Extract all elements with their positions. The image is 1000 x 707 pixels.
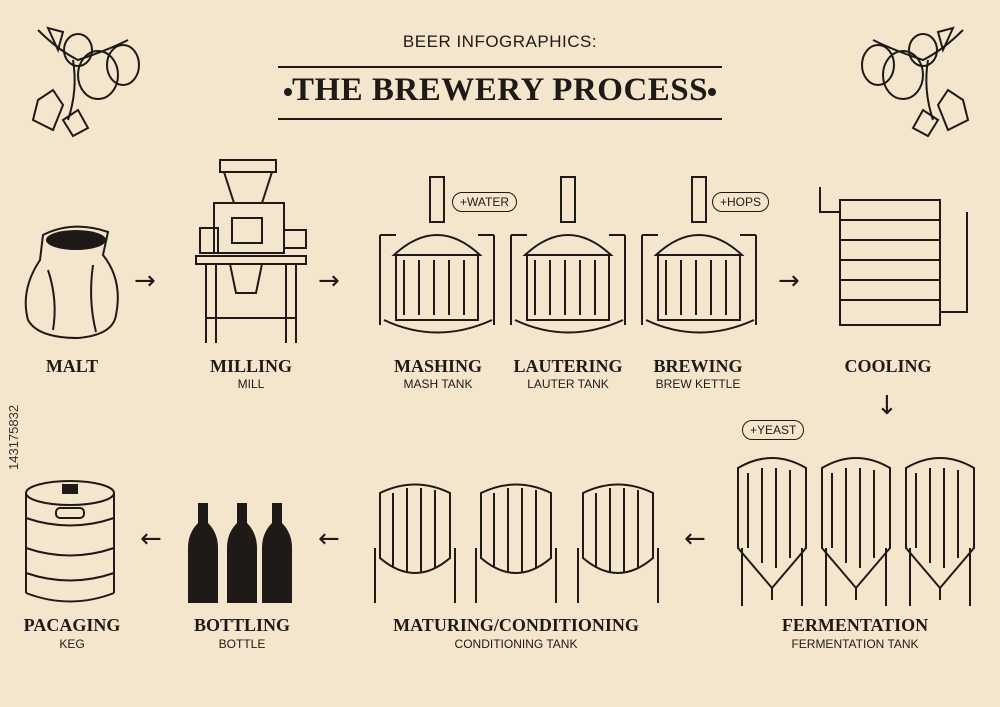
- step-label-packaging: PACAGING: [23, 615, 121, 635]
- flow-arrow-cooling-to-fermentation: ↓: [876, 391, 898, 421]
- step-sub-maturing: CONDITIONING TANK: [454, 637, 578, 651]
- step-label-milling: MILLING: [209, 356, 293, 376]
- conditioning-tank-illustration-2: [475, 483, 557, 603]
- addition-water-badge: +WATER: [452, 192, 518, 212]
- step-sub-bottling: BOTTLE: [218, 637, 266, 651]
- flow-arrow-milling-to-mashing: →: [318, 266, 340, 296]
- step-label-malt: MALT: [45, 356, 99, 376]
- step-label-brewing: BREWING: [653, 356, 743, 376]
- step-label-cooling: COOLING: [844, 356, 932, 376]
- cooler-illustration: [819, 187, 968, 326]
- mash-tank-illustration: [379, 176, 495, 334]
- addition-hops-badge: +HOPS: [712, 192, 770, 212]
- fermentation-tank-illustration-1: [737, 457, 807, 606]
- step-sub-fermentation: FERMENTATION TANK: [791, 637, 919, 651]
- malt-sack-illustration: [24, 225, 119, 340]
- fermentation-tank-illustration-3: [905, 457, 975, 606]
- step-label-bottling: BOTTLING: [193, 615, 291, 635]
- conditioning-tank-illustration-3: [577, 483, 659, 603]
- hops-decoration-left: [31, 26, 140, 138]
- page-title: THE BREWERY PROCESS: [291, 72, 709, 108]
- title-bullet-left: [284, 88, 292, 96]
- flow-arrow-fermentation-to-maturing: ←: [684, 524, 706, 554]
- brew-kettle-illustration: [641, 176, 757, 334]
- conditioning-tank-illustration-1: [374, 483, 456, 603]
- fermentation-tank-illustration-2: [821, 457, 891, 606]
- step-label-mashing: MASHING: [393, 356, 483, 376]
- step-label-fermentation: FERMENTATION: [781, 615, 929, 635]
- flow-arrow-malt-to-milling: →: [134, 266, 156, 296]
- step-sub-milling: MILL: [237, 377, 265, 391]
- title-bullet-right: [708, 88, 716, 96]
- flow-arrow-maturing-to-bottling: ←: [318, 524, 340, 554]
- step-label-maturing: MATURING/CONDITIONING: [393, 615, 639, 635]
- step-sub-mashing: MASH TANK: [403, 377, 473, 391]
- addition-yeast-badge: +YEAST: [742, 420, 805, 440]
- flow-arrow-bottling-to-packaging: ←: [140, 524, 162, 554]
- stock-id-watermark: 143175832: [6, 404, 21, 470]
- step-sub-packaging: KEG: [59, 637, 85, 651]
- supertitle: BEER INFOGRAPHICS:: [402, 32, 598, 51]
- step-sub-brewing: BREW KETTLE: [655, 377, 741, 391]
- bottles-illustration: [188, 503, 292, 603]
- title-frame: [278, 66, 722, 120]
- hops-decoration-right: [861, 26, 970, 138]
- mill-illustration: [195, 159, 307, 343]
- keg-illustration: [25, 480, 115, 603]
- lauter-tank-illustration: [510, 176, 626, 334]
- step-sub-lautering: LAUTER TANK: [527, 377, 609, 391]
- step-label-lautering: LAUTERING: [513, 356, 623, 376]
- flow-arrow-brewing-to-cooling: →: [778, 266, 800, 296]
